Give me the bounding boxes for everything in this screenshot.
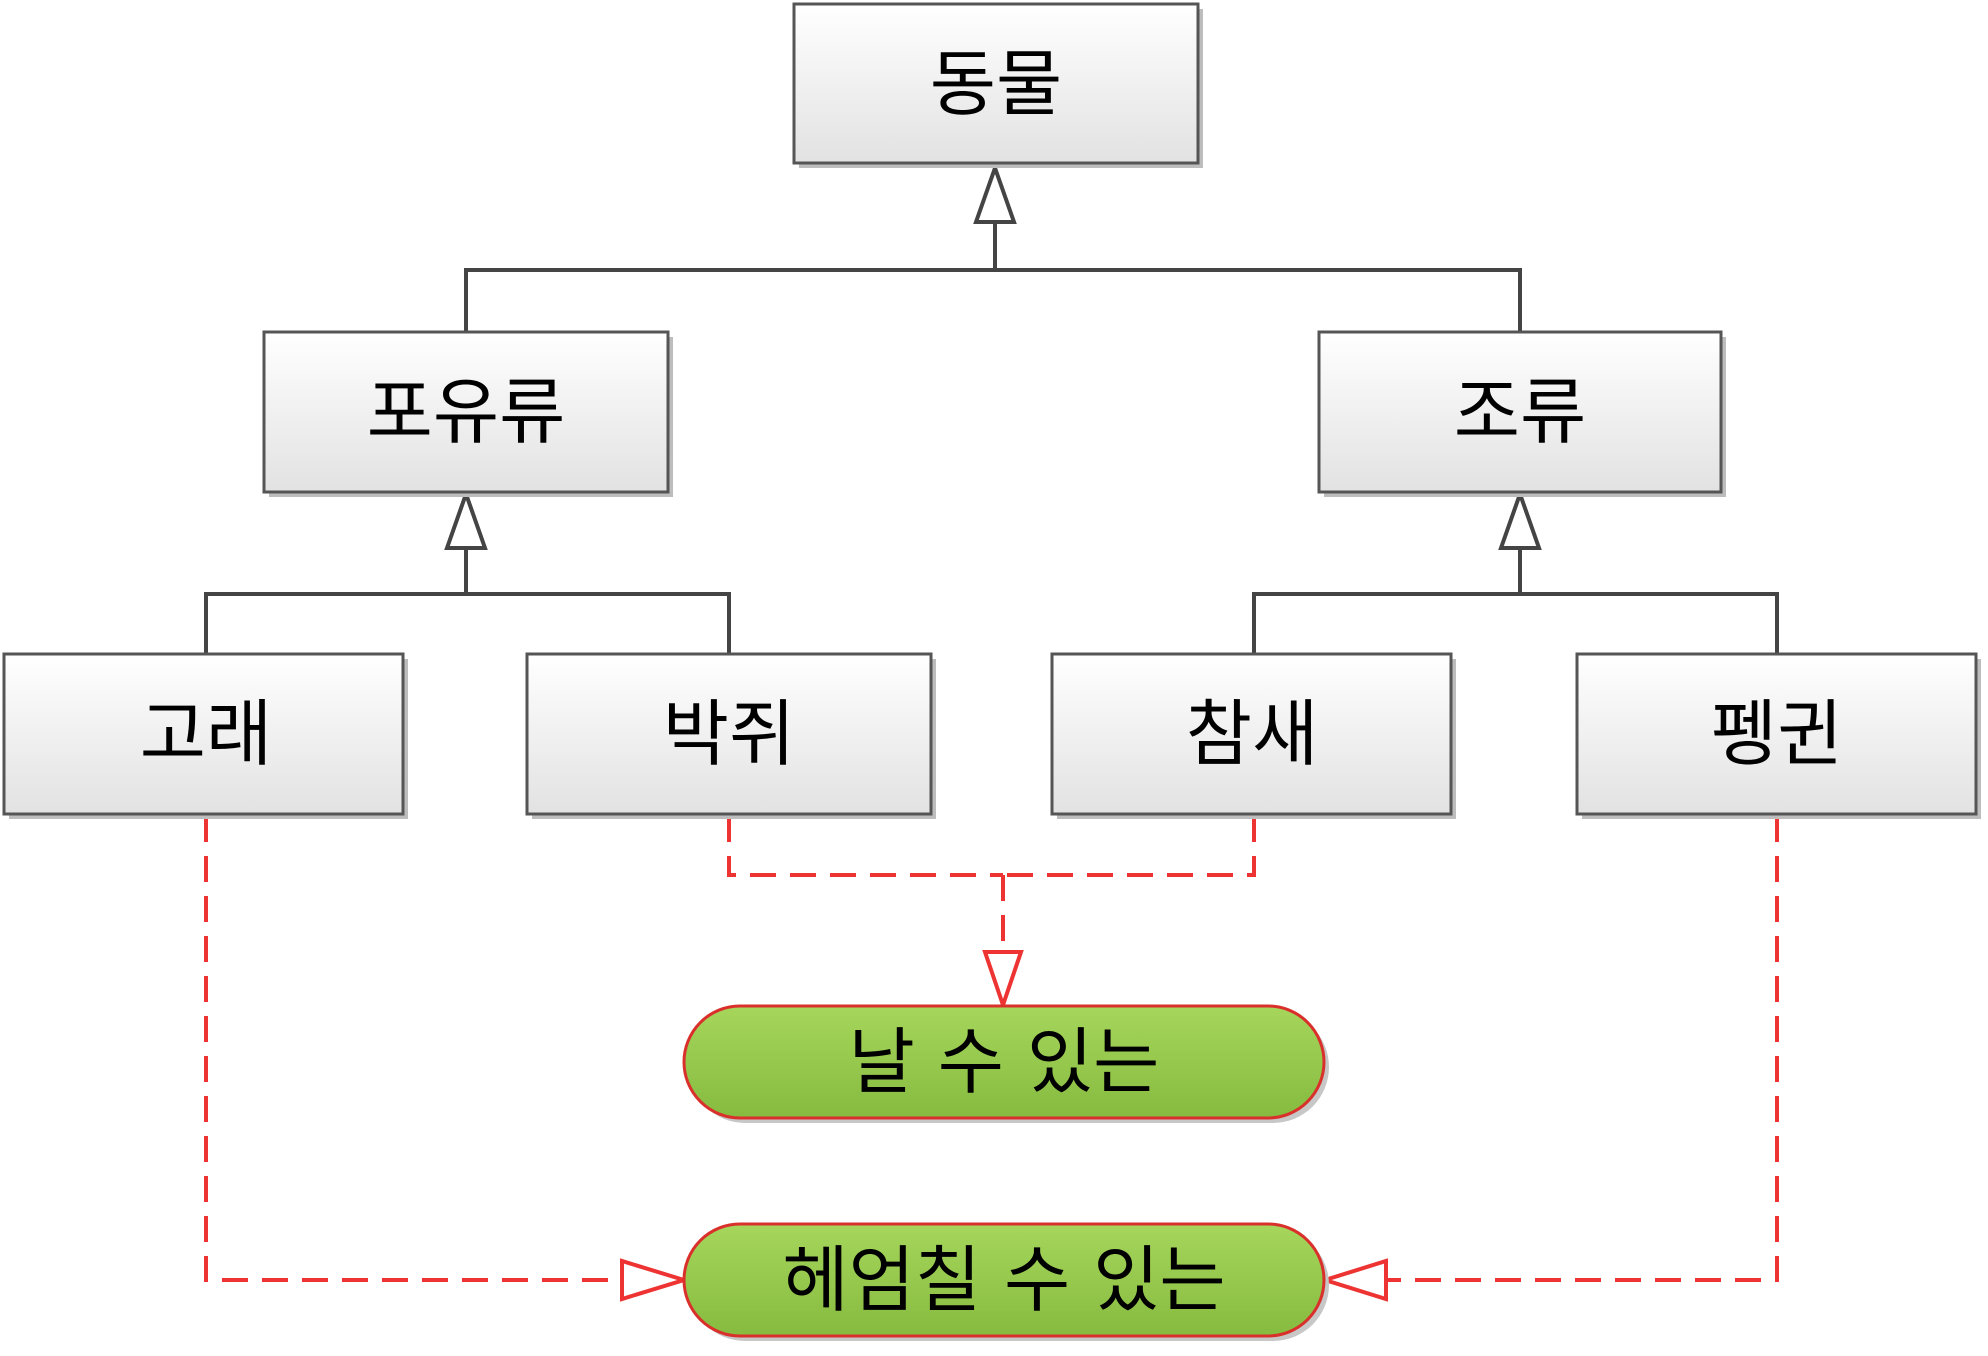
class-box-mammal[interactable]: 포유류: [262, 330, 673, 497]
class-label-mammal: 포유류: [367, 370, 566, 454]
interface-box-can-fly[interactable]: 날 수 있는: [682, 1004, 1329, 1123]
inheritance-connectors: [204, 161, 1779, 654]
class-label-sparrow: 참새: [1186, 692, 1318, 776]
class-box-sparrow[interactable]: 참새: [1050, 652, 1456, 819]
inherit-arrowhead-bird: [1498, 487, 1542, 550]
interface-label-can-fly: 날 수 있는: [849, 1020, 1160, 1104]
inherit-line-whale: [204, 592, 466, 654]
realize-arrowhead-swim-left: [620, 1258, 691, 1302]
realize-line-penguin-swim: [1386, 816, 1779, 1282]
inherit-line-sparrow: [1252, 592, 1520, 654]
realize-arrowhead-fly: [982, 950, 1024, 1012]
class-label-animal: 동물: [930, 42, 1062, 126]
realize-line-whale-swim: [204, 816, 622, 1282]
class-label-bat: 박쥐: [663, 692, 795, 776]
interface-label-can-swim: 헤엄칠 수 있는: [782, 1238, 1225, 1322]
inherit-line-penguin: [1520, 592, 1779, 654]
class-label-penguin: 펭귄: [1711, 692, 1843, 776]
interface-box-can-swim[interactable]: 헤엄칠 수 있는: [682, 1222, 1329, 1341]
class-box-bird[interactable]: 조류: [1317, 330, 1726, 497]
class-box-penguin[interactable]: 펭귄: [1575, 652, 1981, 819]
class-label-bird: 조류: [1454, 370, 1586, 454]
inherit-arrowhead-animal: [973, 161, 1017, 224]
class-box-bat[interactable]: 박쥐: [525, 652, 936, 819]
class-label-whale: 고래: [140, 692, 272, 776]
realize-line-sparrow-fly: [1003, 816, 1256, 877]
inherit-line-mammal: [464, 268, 995, 332]
realize-line-bat-fly: [727, 816, 1003, 877]
inherit-line-bird: [995, 268, 1522, 332]
inherit-line-bat: [466, 592, 731, 654]
realization-connectors: [204, 816, 1779, 1302]
inherit-arrowhead-mammal: [444, 487, 488, 550]
class-box-whale[interactable]: 고래: [2, 652, 408, 819]
class-box-animal[interactable]: 동물: [792, 2, 1203, 168]
realize-arrowhead-swim-right: [1318, 1258, 1388, 1302]
